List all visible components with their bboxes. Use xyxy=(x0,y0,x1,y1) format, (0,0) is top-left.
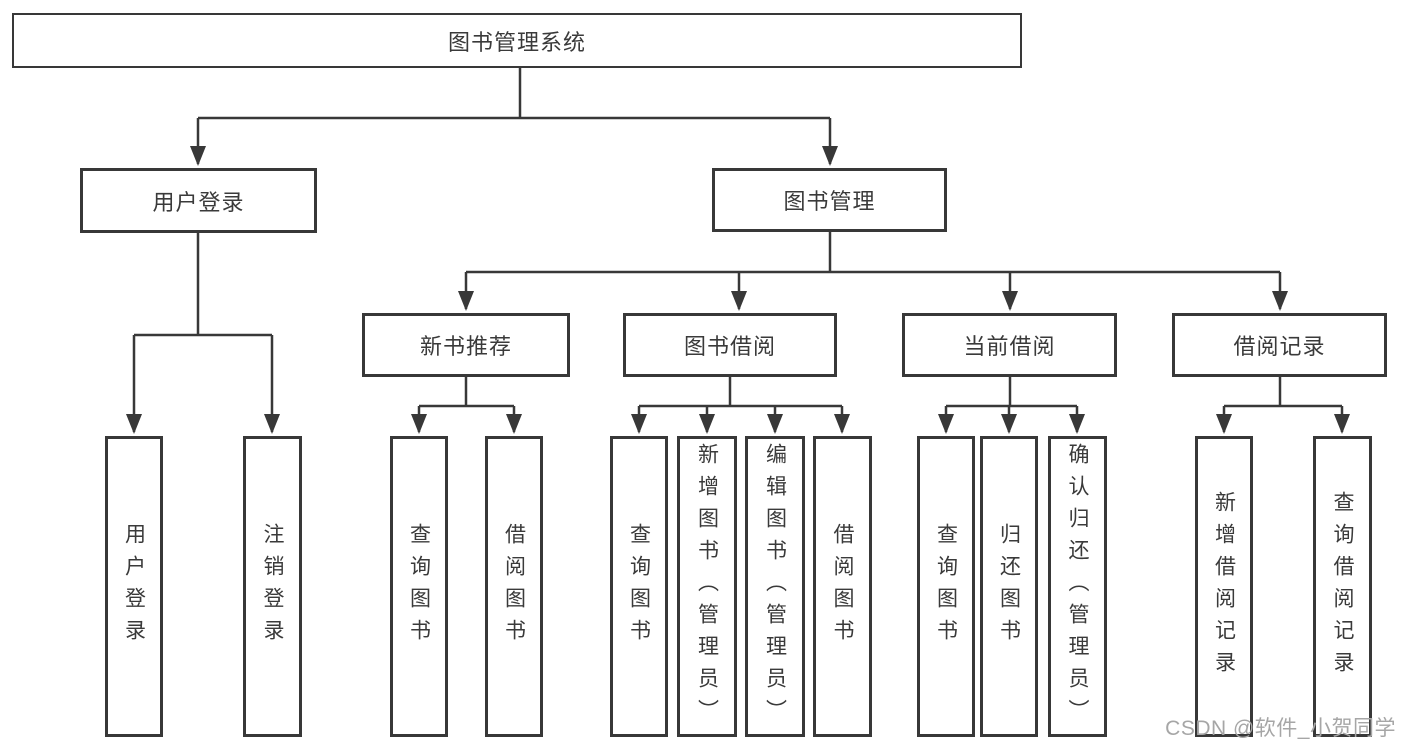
leaf-query-books-borrow: 查询图书 xyxy=(610,436,668,737)
node-current-borrowing: 当前借阅 xyxy=(902,313,1117,377)
leaf-borrow-books-recommend: 借阅图书 xyxy=(485,436,543,737)
leaf-query-books-current: 查询图书 xyxy=(917,436,975,737)
leaf-query-books-recommend: 查询图书 xyxy=(390,436,448,737)
leaf-return-books: 归还图书 xyxy=(980,436,1038,737)
node-new-book-recommendation: 新书推荐 xyxy=(362,313,570,377)
leaf-label: 查询图书 xyxy=(934,522,958,651)
leaf-confirm-return-admin: 确认归还（管理员） xyxy=(1048,436,1107,737)
leaf-label: 借阅图书 xyxy=(502,522,526,651)
leaf-query-borrow-record: 查询借阅记录 xyxy=(1313,436,1372,737)
node-label: 图书管理 xyxy=(783,189,876,214)
node-library-management-system: 图书管理系统 xyxy=(12,13,1022,68)
node-label: 用户登录 xyxy=(152,189,245,215)
leaf-label: 新增借阅记录 xyxy=(1212,490,1236,683)
leaf-user-login: 用户登录 xyxy=(105,436,163,737)
node-label: 当前借阅 xyxy=(963,334,1056,359)
node-book-management: 图书管理 xyxy=(712,168,947,232)
node-label: 借阅记录 xyxy=(1233,334,1326,359)
leaf-label: 用户登录 xyxy=(122,522,146,651)
leaf-label: 查询借阅记录 xyxy=(1331,490,1354,683)
node-book-borrowing: 图书借阅 xyxy=(623,313,837,377)
leaf-label: 查询图书 xyxy=(407,522,431,651)
leaf-label: 查询图书 xyxy=(627,522,651,651)
leaf-label: 借阅图书 xyxy=(831,522,854,651)
leaf-label: 注销登录 xyxy=(261,522,284,651)
leaf-edit-books-admin: 编辑图书（管理员） xyxy=(745,436,805,737)
node-label: 新书推荐 xyxy=(419,334,512,359)
leaf-label: 编辑图书（管理员） xyxy=(763,442,787,731)
node-label: 图书管理系统 xyxy=(447,29,586,55)
leaf-add-borrow-record: 新增借阅记录 xyxy=(1195,436,1253,737)
leaf-label: 新增图书（管理员） xyxy=(695,442,719,731)
leaf-label: 确认归还（管理员） xyxy=(1066,442,1089,731)
leaf-add-books-admin: 新增图书（管理员） xyxy=(677,436,737,737)
node-borrowing-records: 借阅记录 xyxy=(1172,313,1387,377)
node-user-login: 用户登录 xyxy=(80,168,317,233)
leaf-logout: 注销登录 xyxy=(243,436,302,737)
leaf-label: 归还图书 xyxy=(997,522,1021,651)
leaf-borrow-books: 借阅图书 xyxy=(813,436,872,737)
csdn-watermark: CSDN @软件_小贺同学 xyxy=(1165,717,1396,740)
node-label: 图书借阅 xyxy=(683,334,776,359)
